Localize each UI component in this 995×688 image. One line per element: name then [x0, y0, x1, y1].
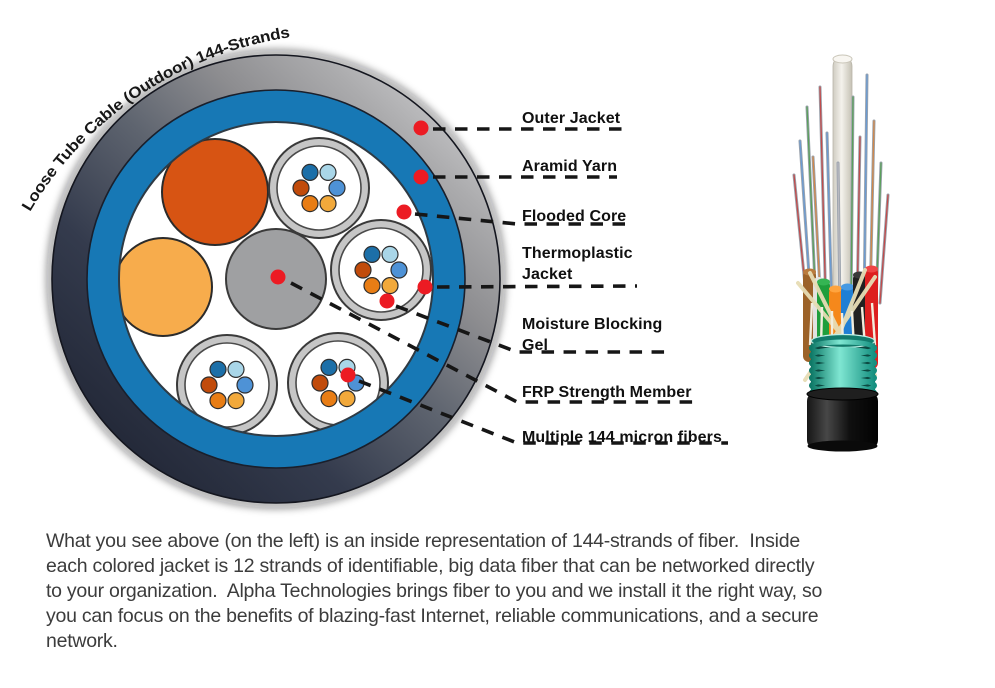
label-flooded-core: Flooded Core [522, 208, 627, 225]
callout-dot-frp-strength-member [270, 269, 286, 285]
label-multiple-fibers: Multiple 144 micron fibers [522, 429, 722, 446]
cable-photo [792, 54, 890, 452]
cable-cross-section-diagram: Loose Tube Cable (Outdoor) 144-Strands [19, 24, 728, 509]
description-line: to your organization. Alpha Technologies… [46, 580, 823, 602]
description-paragraph: What you see above (on the left) is an i… [46, 529, 822, 654]
callout-dots [270, 120, 433, 383]
description-line: each colored jacket is 12 strands of ide… [46, 555, 815, 577]
callout-dot-thermoplastic-jacket [417, 279, 433, 295]
jacket-blue-boundary [86, 89, 466, 469]
description-line: What you see above (on the left) is an i… [46, 530, 800, 552]
outer-jacket-outline [51, 54, 501, 504]
outer-jacket-cylinder [806, 387, 879, 452]
callout-dot-outer-jacket [413, 120, 429, 136]
leader-line-flooded-core [414, 212, 630, 226]
leader-line-moisture-blocking-gel [395, 304, 665, 354]
description-line: you can focus on the benefits of blazing… [46, 605, 819, 627]
callout-dot-moisture-blocking-gel [379, 293, 395, 309]
label-aramid-yarn: Aramid Yarn [522, 158, 618, 175]
orange-filler-circle [161, 138, 269, 246]
blue-ring-inner-edge [118, 121, 434, 437]
callout-dot-aramid-yarn [413, 169, 429, 185]
callout-dot-flooded-core [396, 204, 412, 220]
label-moisture-blocking-gel: Moisture Blocking Gel [522, 316, 663, 354]
yellow-filler-circle [113, 237, 213, 337]
leader-line-thermoplastic-jacket [436, 284, 638, 289]
description-line: network. [46, 630, 118, 652]
label-thermoplastic-jacket: Thermoplastic Jacket [522, 245, 633, 283]
label-outer-jacket: Outer Jacket [522, 110, 621, 127]
leader-line-multiple-fibers [358, 379, 728, 445]
buffer-tube-top [268, 137, 370, 239]
outer-shadow [46, 49, 506, 509]
leader-lines [290, 127, 728, 445]
label-frp-strength-member: FRP Strength Member [522, 384, 692, 401]
central-strength-member [832, 54, 853, 350]
leader-line-frp-strength-member [290, 281, 697, 404]
callout-dot-multiple-fibers [340, 367, 356, 383]
